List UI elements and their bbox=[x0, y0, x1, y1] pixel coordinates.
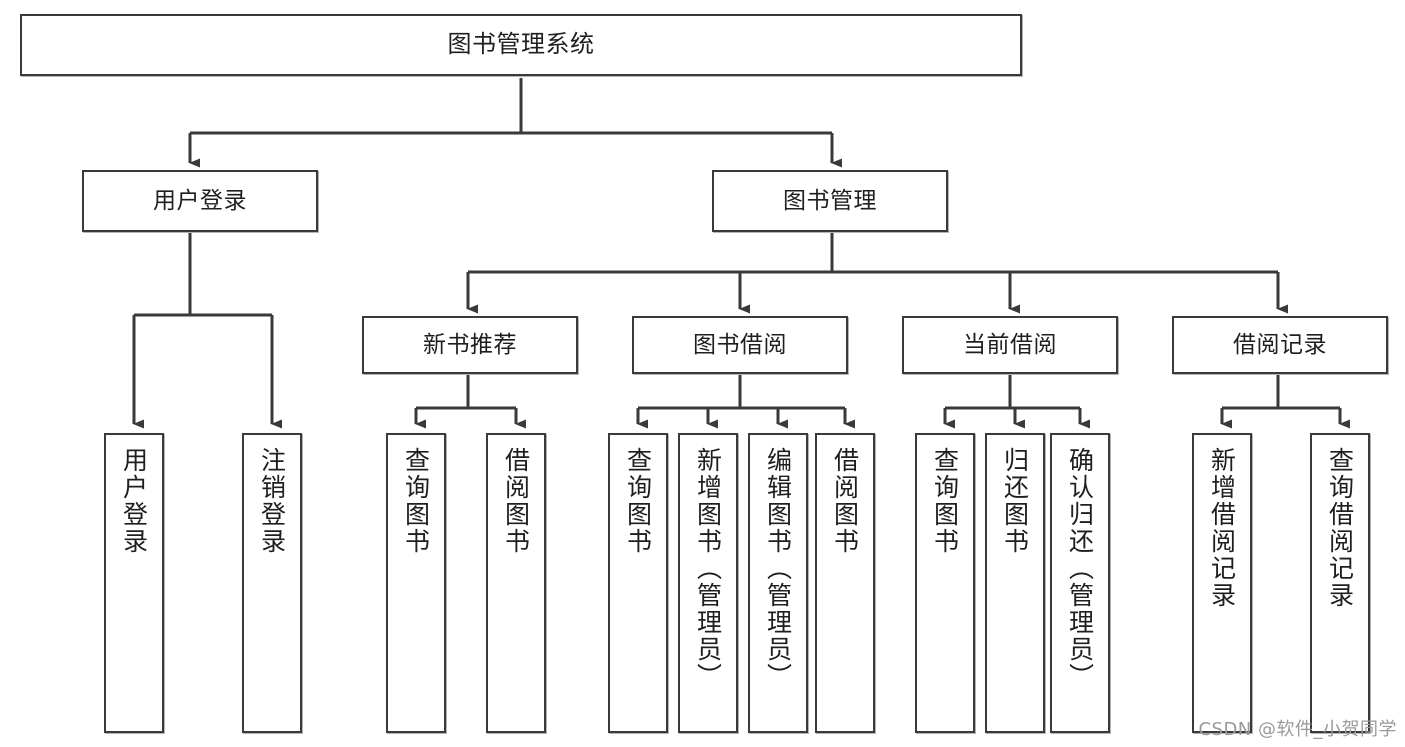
node-label: 编辑图书（管理员） bbox=[763, 447, 793, 690]
node-user-login[interactable]: 用户登录 bbox=[82, 170, 318, 232]
node-label: 借阅图书 bbox=[830, 447, 860, 555]
node-label: 用户登录 bbox=[119, 447, 149, 555]
node-leaf-add-record[interactable]: 新增借阅记录 bbox=[1192, 433, 1252, 733]
node-label: 查询图书 bbox=[623, 447, 653, 555]
node-label: 查询图书 bbox=[930, 447, 960, 555]
node-leaf-query-book-2[interactable]: 查询图书 bbox=[608, 433, 668, 733]
node-leaf-return-book[interactable]: 归还图书 bbox=[985, 433, 1045, 733]
node-leaf-query-book-3[interactable]: 查询图书 bbox=[915, 433, 975, 733]
node-label: 新增借阅记录 bbox=[1207, 447, 1237, 609]
node-label: 查询借阅记录 bbox=[1325, 447, 1355, 609]
node-root-system[interactable]: 图书管理系统 bbox=[20, 14, 1022, 76]
node-label: 借阅记录 bbox=[1233, 331, 1327, 358]
node-label: 当前借阅 bbox=[963, 331, 1057, 358]
node-label: 用户登录 bbox=[153, 187, 247, 214]
node-current-borrow[interactable]: 当前借阅 bbox=[902, 316, 1118, 374]
node-leaf-add-book[interactable]: 新增图书（管理员） bbox=[678, 433, 738, 733]
node-leaf-query-book-1[interactable]: 查询图书 bbox=[386, 433, 446, 733]
node-leaf-edit-book[interactable]: 编辑图书（管理员） bbox=[748, 433, 808, 733]
node-label: 借阅图书 bbox=[501, 447, 531, 555]
node-leaf-query-record[interactable]: 查询借阅记录 bbox=[1310, 433, 1370, 733]
node-book-borrow[interactable]: 图书借阅 bbox=[632, 316, 848, 374]
node-label: 归还图书 bbox=[1000, 447, 1030, 555]
node-new-book-recommend[interactable]: 新书推荐 bbox=[362, 316, 578, 374]
node-leaf-logout[interactable]: 注销登录 bbox=[242, 433, 302, 733]
node-label: 图书管理系统 bbox=[447, 30, 595, 59]
csdn-watermark: CSDN @软件_小贺同学 bbox=[1198, 719, 1397, 740]
node-label: 图书管理 bbox=[783, 187, 877, 214]
node-leaf-borrow-book-2[interactable]: 借阅图书 bbox=[815, 433, 875, 733]
node-leaf-confirm-return[interactable]: 确认归还（管理员） bbox=[1050, 433, 1110, 733]
node-leaf-borrow-book-1[interactable]: 借阅图书 bbox=[486, 433, 546, 733]
node-leaf-user-login[interactable]: 用户登录 bbox=[104, 433, 164, 733]
node-label: 新增图书（管理员） bbox=[693, 447, 723, 690]
node-label: 新书推荐 bbox=[423, 331, 517, 358]
node-label: 确认归还（管理员） bbox=[1065, 447, 1095, 690]
node-book-management[interactable]: 图书管理 bbox=[712, 170, 948, 232]
node-borrow-record[interactable]: 借阅记录 bbox=[1172, 316, 1388, 374]
node-label: 注销登录 bbox=[257, 447, 287, 555]
node-label: 查询图书 bbox=[401, 447, 431, 555]
node-label: 图书借阅 bbox=[693, 331, 787, 358]
